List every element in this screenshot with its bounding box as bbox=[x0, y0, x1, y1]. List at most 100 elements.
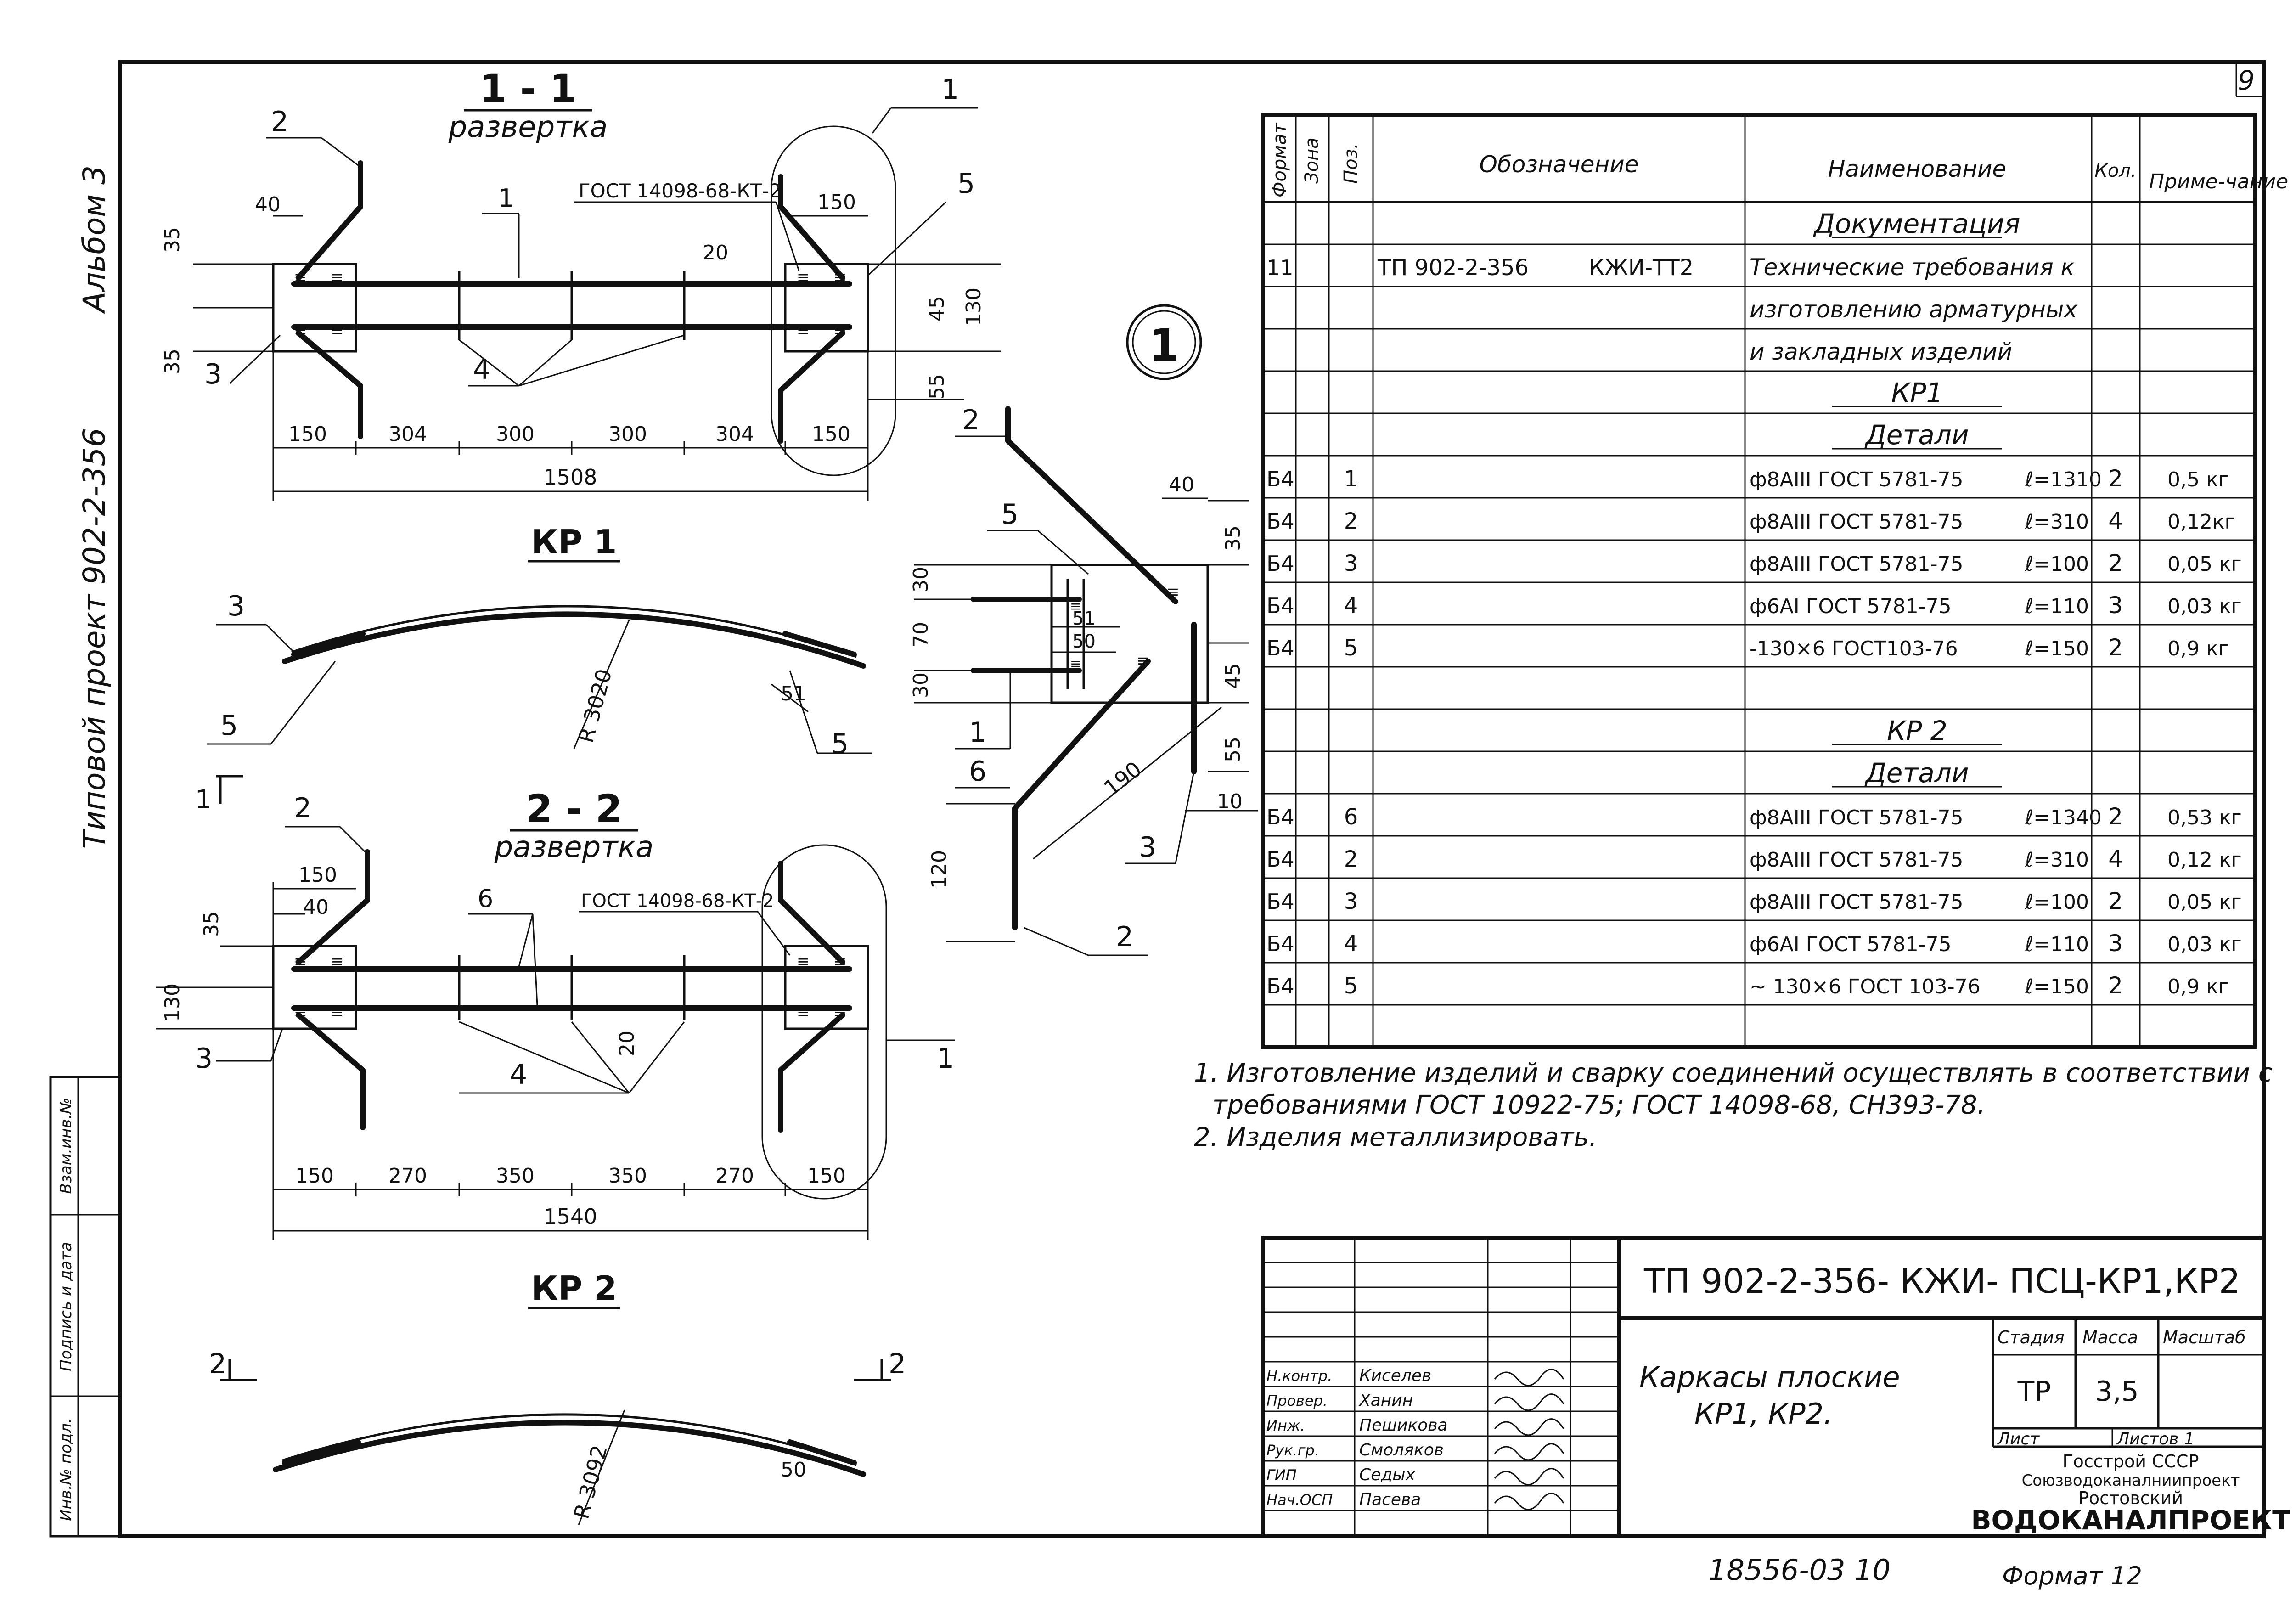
role-label: Н.контр. bbox=[1266, 1367, 1332, 1385]
specification-table: Формат Зона Поз. Обозначение Наименовани… bbox=[1261, 113, 2288, 1049]
dim-b-300: 300 bbox=[608, 423, 647, 446]
bent-bar-right-bottom bbox=[778, 1012, 845, 1133]
vzam-inv-label: Взам.инв.№ bbox=[57, 1098, 75, 1194]
album-label: Альбом 3 bbox=[77, 165, 112, 314]
spec-cell-poz: 1 bbox=[1344, 466, 1358, 492]
spec-cell-name: ф8АIII ГОСТ 5781-75 bbox=[1750, 552, 1964, 576]
project-label: Типовой проект 902-2-356 bbox=[77, 428, 112, 849]
node-callout-2-bottom: 2 bbox=[1116, 921, 1133, 953]
spec-cell-length: ℓ=310 bbox=[2025, 510, 2089, 534]
spec-cell-designation: ТП 902-2-356 bbox=[1377, 255, 1529, 281]
spec-cell-name: -130×6 ГОСТ103-76 bbox=[1750, 637, 1958, 660]
dim-b-304: 304 bbox=[388, 423, 427, 446]
spec-cell-format: Б4 bbox=[1266, 805, 1294, 829]
spec-cell-length: ℓ=110 bbox=[2025, 595, 2089, 618]
svg-text:≡: ≡ bbox=[797, 268, 810, 287]
role-person-name: Ханин bbox=[1358, 1391, 1413, 1410]
spec-cell-poz: 6 bbox=[1344, 804, 1358, 830]
header-qty: Кол. bbox=[2094, 160, 2136, 181]
spec-cell-poz: 4 bbox=[1344, 593, 1358, 619]
org-line-2: Союзводоканалниипроект bbox=[2022, 1471, 2240, 1490]
inv-podl-label: Инв.№ подл. bbox=[57, 1418, 75, 1521]
kp2-radius: R 3092 bbox=[568, 1443, 612, 1522]
spec-cell-heading: КР 2 bbox=[1887, 715, 1947, 746]
callout-pos-3: 3 bbox=[195, 1043, 213, 1075]
dim-total-1540: 1540 bbox=[543, 1204, 597, 1229]
svg-text:≡: ≡ bbox=[294, 1003, 307, 1021]
spec-cell-name: и закладных изделий bbox=[1750, 338, 2012, 365]
signature bbox=[1494, 1493, 1564, 1511]
scale-label: Масштаб bbox=[2163, 1327, 2246, 1347]
spec-cell-length: ℓ=100 bbox=[2025, 552, 2089, 576]
section-1-1-subtitle: развертка bbox=[448, 110, 608, 144]
bent-bar-left-bottom bbox=[296, 1012, 366, 1130]
stage-label: Стадия bbox=[1998, 1327, 2065, 1347]
dim-b-304: 304 bbox=[715, 423, 754, 446]
kp1-callout-5: 5 bbox=[220, 710, 238, 742]
callout-pos-6: 6 bbox=[478, 884, 493, 913]
svg-text:270: 270 bbox=[388, 1164, 427, 1188]
svg-text:≡: ≡ bbox=[331, 953, 344, 971]
callout-pos-3: 3 bbox=[204, 358, 222, 390]
spec-cell-poz: 2 bbox=[1344, 846, 1358, 872]
spec-cell-heading: Документация bbox=[1813, 208, 2020, 239]
signature bbox=[1494, 1369, 1564, 1387]
svg-text:≡: ≡ bbox=[1070, 598, 1081, 614]
svg-text:≡: ≡ bbox=[833, 321, 847, 339]
spec-cell-name: ф6АI ГОСТ 5781-75 bbox=[1750, 595, 1952, 618]
spec-cell-heading: Детали bbox=[1864, 419, 1969, 451]
signature bbox=[1494, 1393, 1564, 1411]
spec-cell-name: ф8АIII ГОСТ 5781-75 bbox=[1750, 510, 1964, 534]
node-oval bbox=[771, 125, 896, 476]
svg-text:≡: ≡ bbox=[1166, 583, 1180, 601]
dim-150: 150 bbox=[298, 863, 337, 887]
callout-pos-2: 2 bbox=[294, 792, 311, 824]
spec-cell-qty: 3 bbox=[2108, 592, 2123, 619]
spec-cell-heading: КР1 bbox=[1891, 377, 1943, 408]
role-label: Провер. bbox=[1266, 1392, 1328, 1409]
spec-cell-note: 0,05 кг bbox=[2167, 552, 2242, 576]
dim-b-150: 150 bbox=[288, 423, 327, 446]
org-line-3: Ростовский bbox=[2078, 1488, 2183, 1508]
title-block: ТП 902-2-356- КЖИ- ПСЦ-КР1,КР2 Каркасы п… bbox=[1261, 1236, 2290, 1538]
spec-cell-designation-2: КЖИ-ТТ2 bbox=[1589, 255, 1694, 281]
spec-cell-format: Б4 bbox=[1266, 636, 1294, 660]
spec-cell-note: 0,05 кг bbox=[2167, 891, 2242, 914]
spec-cell-qty: 2 bbox=[2108, 634, 2123, 661]
spec-cell-name: изготовлению арматурных bbox=[1750, 296, 2077, 323]
bent-bar-right-top bbox=[778, 861, 845, 965]
dim-150-top: 150 bbox=[817, 191, 856, 214]
note-1-line-2: требованиями ГОСТ 10922-75; ГОСТ 14098-6… bbox=[1212, 1090, 1986, 1120]
role-label: ГИП bbox=[1266, 1466, 1297, 1484]
dim-130: 130 bbox=[962, 287, 985, 326]
kp2-arc-view: КР 2 R 3092 50 2 2 bbox=[209, 1269, 906, 1525]
svg-text:1: 1 bbox=[195, 785, 212, 815]
spec-cell-format: Б4 bbox=[1266, 847, 1294, 872]
svg-text:≡: ≡ bbox=[797, 953, 810, 971]
callout-pos-1: 1 bbox=[937, 1043, 954, 1075]
dim-35: 35 bbox=[200, 911, 223, 937]
sheets-label: Листов 1 bbox=[2116, 1430, 2195, 1449]
spec-cell-name: ф6АI ГОСТ 5781-75 bbox=[1750, 933, 1952, 956]
node-dim-45: 45 bbox=[1221, 663, 1245, 689]
node-dim-30: 30 bbox=[909, 567, 933, 592]
spec-cell-qty: 2 bbox=[2108, 888, 2123, 914]
dim-35-bottom: 35 bbox=[161, 349, 184, 374]
bent-bar-left-bottom bbox=[296, 330, 363, 439]
title-block-roles: Н.контр.КиселевПровер.ХанинИнж.ПешиковаР… bbox=[1266, 1366, 1564, 1511]
drawing-name-line-1: Каркасы плоские bbox=[1639, 1360, 1900, 1394]
svg-text:≡: ≡ bbox=[833, 1003, 847, 1021]
bent-bar-left-top bbox=[296, 160, 363, 281]
spec-cell-length: ℓ=1340 bbox=[2025, 806, 2102, 829]
node-dim-55: 55 bbox=[1221, 737, 1245, 762]
svg-text:≡: ≡ bbox=[294, 953, 307, 971]
spec-cell-format: Б4 bbox=[1266, 509, 1294, 534]
kp2-title: КР 2 bbox=[531, 1269, 617, 1308]
spec-cell-poz: 5 bbox=[1344, 635, 1358, 661]
bent-bar-left-top bbox=[296, 849, 370, 965]
spec-cell-note: 0,53 кг bbox=[2167, 806, 2242, 829]
weld-mark: ≡ bbox=[294, 268, 307, 287]
spec-cell-format: Б4 bbox=[1266, 889, 1294, 914]
